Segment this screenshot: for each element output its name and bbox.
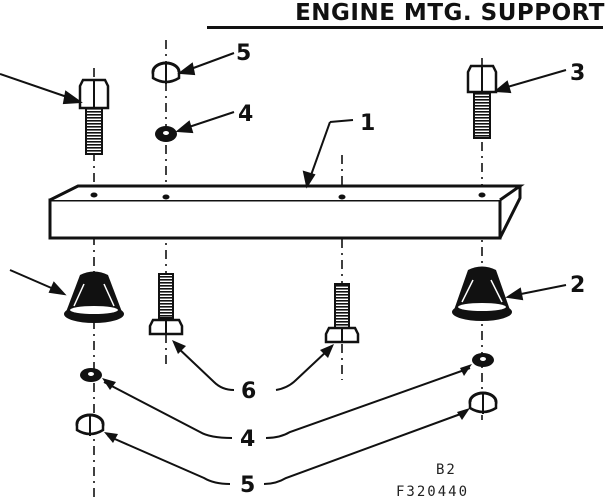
leader-arrowheads-stud [172, 340, 334, 358]
nut-top [151, 61, 181, 84]
centerlines [93, 40, 483, 500]
catalog-line-2: F320440 [396, 484, 469, 500]
callout-lockwasher-top: 4 [238, 102, 253, 127]
callout-mount-right: 2 [570, 273, 585, 298]
support-bracket [48, 184, 525, 240]
stud-bolt-left [148, 273, 184, 336]
stud-bolt-right [324, 283, 360, 344]
leaders-stud-bolts [175, 345, 329, 391]
callout-nut-top: 5 [236, 41, 251, 66]
callout-stud-bolts: 6 [241, 379, 256, 404]
callout-bracket: 1 [360, 111, 375, 136]
lockwasher-bottom-left [80, 368, 102, 382]
leader-bracket [302, 119, 354, 189]
callout-lockwashers-bottom: 4 [240, 427, 255, 452]
lockwasher-bottom-right [472, 353, 494, 367]
nut-bottom-right [468, 391, 498, 414]
rubber-mount-right [452, 266, 512, 321]
leader-mount-left [9, 269, 67, 296]
leader-bolt-top-right [493, 69, 567, 94]
leader-nut-top [177, 52, 235, 76]
bolt-top-right [466, 64, 498, 139]
callout-nuts-bottom: 5 [240, 473, 255, 498]
bolt-top-left [78, 78, 110, 155]
leader-lockwasher-top [175, 111, 235, 134]
nut-bottom-left [75, 413, 105, 436]
title-underline [207, 26, 603, 29]
callout-bolt-top-right: 3 [570, 61, 585, 86]
rubber-mount-left [64, 271, 124, 323]
leader-arrowheads-lockwashers [102, 364, 472, 390]
lockwasher-top [155, 126, 177, 142]
leader-bolt-top-left [0, 73, 83, 105]
leaders-lockwashers-bottom [103, 367, 471, 439]
leader-arrowheads-nuts [104, 408, 470, 443]
leader-mount-right [505, 284, 567, 301]
diagram-title: ENGINE MTG. SUPPORT [295, 0, 605, 26]
leaders-nuts-bottom [107, 411, 467, 485]
catalog-line-1: B2 [436, 462, 457, 478]
